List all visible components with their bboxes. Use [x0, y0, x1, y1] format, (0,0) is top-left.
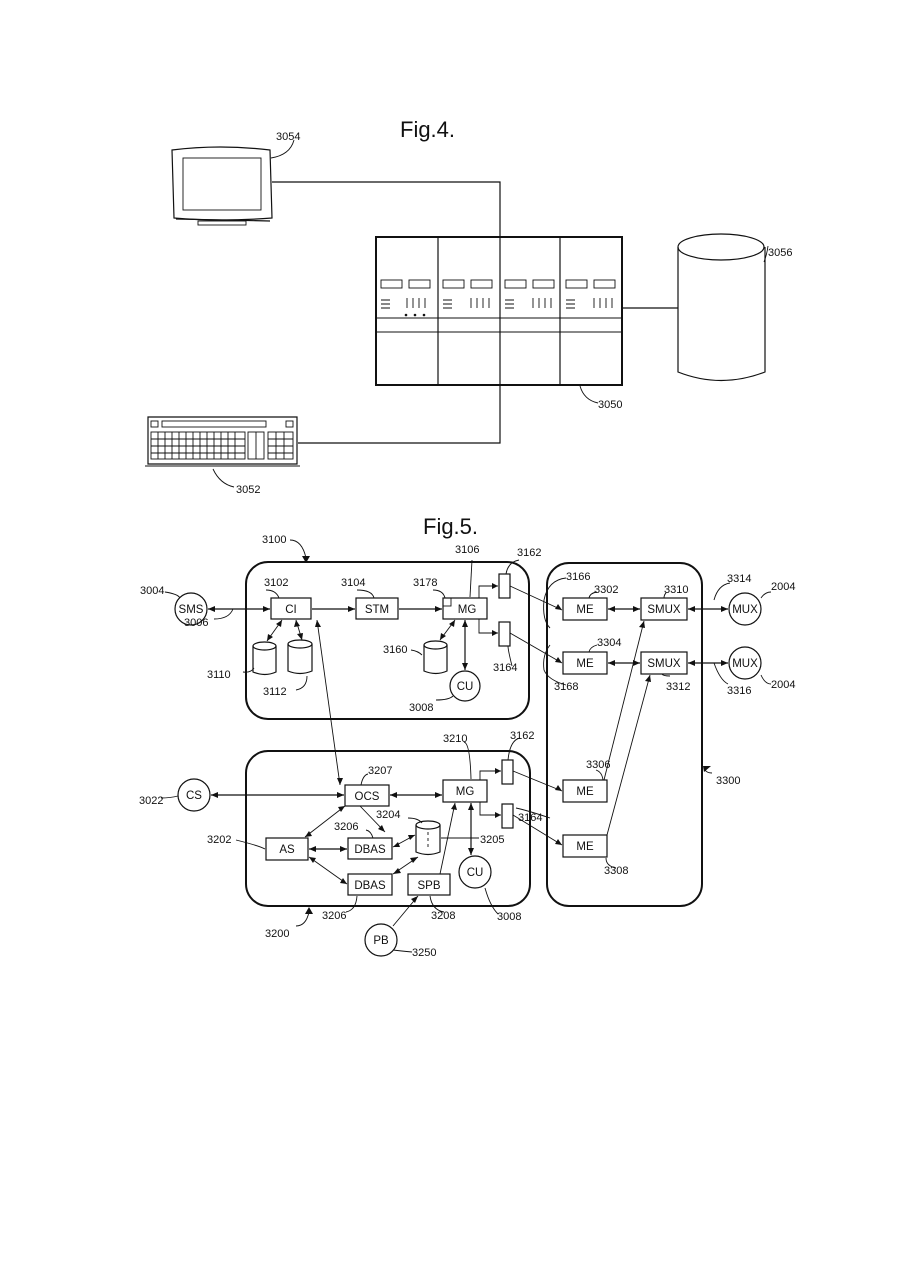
ref-3204: 3204	[376, 809, 400, 821]
leader-3050	[580, 386, 598, 403]
sms-label: SMS	[179, 604, 204, 616]
ref-3304: 3304	[597, 637, 621, 649]
spb-label: SPB	[417, 880, 440, 892]
me-label-3302: ME	[576, 604, 594, 616]
ref-3160: 3160	[383, 644, 407, 656]
ref-3102: 3102	[264, 577, 288, 589]
link-port3162-me3306	[513, 771, 562, 791]
ref-3056: 3056	[768, 247, 792, 259]
ref-3202: 3202	[207, 834, 231, 846]
ref-3310: 3310	[664, 584, 688, 596]
ref-3022: 3022	[139, 795, 163, 807]
cu-label-lower: CU	[467, 867, 484, 879]
ref-3250: 3250	[412, 947, 436, 959]
database-3112	[288, 640, 312, 674]
ref-3004: 3004	[140, 585, 164, 597]
ref-3206-upper: 3206	[334, 821, 358, 833]
port-3164-upper	[499, 622, 510, 646]
ref-3208: 3208	[431, 910, 455, 922]
fig5-title: Fig.5.	[423, 514, 478, 539]
ref-3314: 3314	[727, 573, 751, 585]
mg-label-lower: MG	[456, 786, 475, 798]
ref-3112: 3112	[263, 686, 287, 698]
ci-label: CI	[285, 604, 297, 616]
mux-label-1: MUX	[732, 604, 758, 616]
pointer-3100	[290, 540, 306, 558]
mg-label-upper: MG	[458, 604, 477, 616]
link-port3162-me	[510, 586, 562, 610]
ref-3052: 3052	[236, 484, 260, 496]
as-label: AS	[279, 844, 295, 856]
smux-label-3312: SMUX	[647, 658, 681, 670]
ocs-label: OCS	[355, 791, 380, 803]
ref-3008-lower: 3008	[497, 911, 521, 923]
dbas-label-lower: DBAS	[354, 880, 386, 892]
database-3110	[253, 642, 276, 675]
ref-3178: 3178	[413, 577, 437, 589]
link-port3164-me	[510, 633, 562, 663]
ref-3316: 3316	[727, 685, 751, 697]
me-label-3308: ME	[576, 841, 594, 853]
ref-3104: 3104	[341, 577, 365, 589]
ref-3106: 3106	[455, 544, 479, 556]
port-3162-upper	[499, 574, 510, 598]
ref-3164-upper: 3164	[493, 662, 517, 674]
ref-3054: 3054	[276, 131, 300, 143]
ref-3300: 3300	[716, 775, 740, 787]
link-mg-port3162	[479, 586, 498, 598]
link-spb-mg	[440, 803, 455, 874]
ref-3168: 3168	[554, 681, 578, 693]
ref-3200: 3200	[265, 928, 289, 940]
ref-3306: 3306	[586, 759, 610, 771]
ref-3110: 3110	[207, 669, 231, 681]
link-mg-port3164	[479, 619, 498, 633]
monitor-terminal	[172, 147, 272, 225]
ref-3050: 3050	[598, 399, 622, 411]
link-as-dbas-lower	[309, 857, 347, 884]
ref-3206-lower: 3206	[322, 910, 346, 922]
port-3162-lower	[502, 760, 513, 784]
ref-3302: 3302	[594, 584, 618, 596]
keyboard-link	[298, 385, 500, 443]
ref-3100: 3100	[262, 534, 286, 546]
ref-3162-lower: 3162	[510, 730, 534, 742]
ref-3162-upper: 3162	[517, 547, 541, 559]
ref-3008-upper: 3008	[409, 702, 433, 714]
me-label-3304: ME	[576, 658, 594, 670]
port-3164-lower	[502, 804, 513, 828]
ref-3210: 3210	[443, 733, 467, 745]
ref-3312: 3312	[666, 681, 690, 693]
ref-3205: 3205	[480, 834, 504, 846]
pointer-3200	[296, 912, 309, 926]
leader-3052	[213, 469, 234, 487]
database-3160	[424, 641, 447, 674]
dbas-label-upper: DBAS	[354, 844, 386, 856]
ref-3166: 3166	[566, 571, 590, 583]
ref-3308: 3308	[604, 865, 628, 877]
stm-label: STM	[365, 604, 389, 616]
mux-label-2: MUX	[732, 658, 758, 670]
ref-3006: 3006	[184, 617, 208, 629]
cs-label: CS	[186, 790, 202, 802]
pointer-3300	[705, 770, 712, 773]
link-me3308-smux3312	[607, 675, 650, 835]
database-3204	[416, 821, 440, 855]
smux-label-3310: SMUX	[647, 604, 681, 616]
me-label-3306: ME	[576, 786, 594, 798]
database-cylinder	[678, 234, 765, 381]
fig4-title: Fig.4.	[400, 117, 455, 142]
pb-label: PB	[373, 935, 389, 947]
cu-label-upper: CU	[457, 681, 474, 693]
keyboard	[145, 417, 300, 466]
ref-3207: 3207	[368, 765, 392, 777]
link-mg-port3164-lower	[480, 802, 501, 815]
monitor-link	[272, 182, 500, 238]
link-ci-ocs	[317, 620, 340, 785]
computer-cabinet	[376, 237, 622, 385]
ref-2004-lower: 2004	[771, 679, 795, 691]
ref-3164-lower: 3164	[518, 812, 542, 824]
ref-2004-upper: 2004	[771, 581, 795, 593]
